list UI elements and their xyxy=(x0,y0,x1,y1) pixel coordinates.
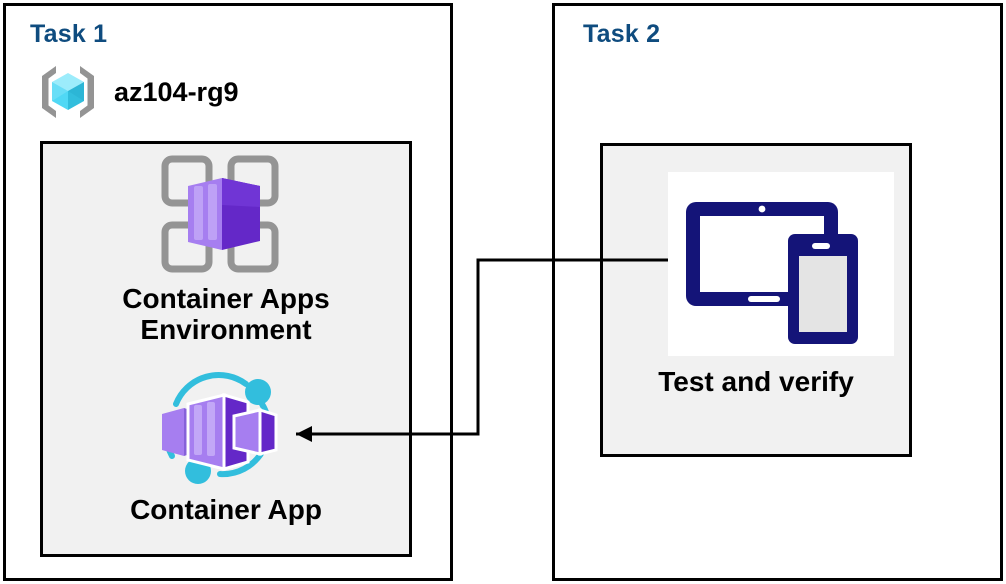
azure-resource-group-icon xyxy=(34,58,102,126)
container-apps-environment-caption: Container Apps Environment xyxy=(40,283,412,346)
container-app-caption: Container App xyxy=(130,494,322,525)
resource-group-label: az104-rg9 xyxy=(114,76,239,107)
container-app-icon xyxy=(150,370,302,488)
task-1-title: Task 1 xyxy=(30,20,108,48)
devices-tablet-phone-icon xyxy=(668,172,894,356)
cae-caption-line-2: Environment xyxy=(140,314,312,346)
task-2-title: Task 2 xyxy=(583,20,661,48)
cae-caption-line-1: Container Apps xyxy=(122,283,330,314)
container-apps-environment-icon xyxy=(160,155,280,277)
resource-group-row: az104-rg9 xyxy=(34,58,239,126)
test-and-verify-caption: Test and verify xyxy=(658,366,854,397)
